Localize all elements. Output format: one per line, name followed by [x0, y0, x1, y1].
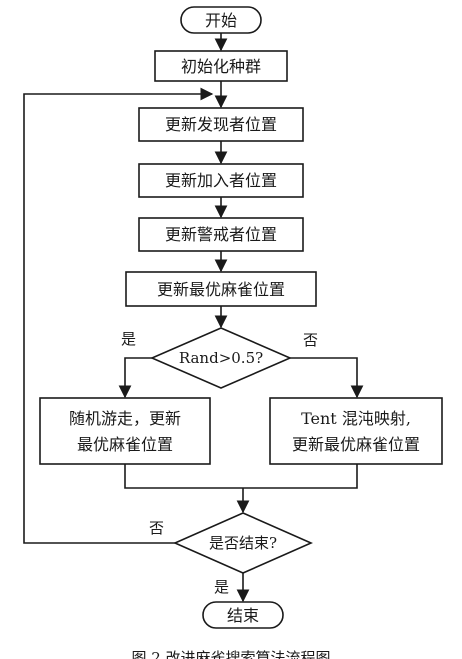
loop-no-label: 否: [149, 519, 164, 537]
arrow-no-to-tent: [290, 357, 364, 399]
end-yes-label: 是: [214, 578, 229, 596]
yes-branch-label: 是: [121, 330, 136, 348]
start-label: 开始: [205, 11, 237, 30]
init-node: 初始化种群: [154, 50, 288, 82]
random-walk-line2: 最优麻雀位置: [77, 435, 173, 454]
tent-line1: Tent 混沌映射,: [301, 409, 411, 428]
no-branch-label: 否: [303, 331, 318, 349]
update-discoverer-node: 更新发现者位置: [138, 107, 304, 142]
random-walk-line1: 随机游走，更新: [69, 409, 181, 428]
update-best-node: 更新最优麻雀位置: [125, 271, 317, 307]
end-condition-diamond: 是否结束?: [173, 512, 313, 574]
condition-diamond: Rand>0.5?: [149, 327, 293, 389]
update-alert-label: 更新警戒者位置: [165, 225, 277, 244]
tent-line2: 更新最优麻雀位置: [292, 435, 420, 454]
tent-node: Tent 混沌映射, 更新最优麻雀位置: [269, 397, 443, 465]
condition-label: Rand>0.5?: [179, 349, 263, 367]
start-node: 开始: [180, 6, 262, 34]
update-joiner-node: 更新加入者位置: [138, 163, 304, 198]
loop-back-line: [23, 87, 214, 544]
end-condition-label: 是否结束?: [209, 534, 277, 552]
update-alert-node: 更新警戒者位置: [138, 217, 304, 252]
end-node: 结束: [202, 601, 284, 629]
figure-caption: 图 2 改进麻雀搜索算法流程图: [131, 649, 330, 659]
end-label: 结束: [227, 606, 259, 625]
init-label: 初始化种群: [181, 57, 261, 76]
update-best-label: 更新最优麻雀位置: [157, 280, 285, 299]
update-discoverer-label: 更新发现者位置: [165, 115, 277, 134]
merge-line: [124, 464, 358, 489]
random-walk-node: 随机游走，更新 最优麻雀位置: [39, 397, 211, 465]
update-joiner-label: 更新加入者位置: [165, 171, 277, 190]
arrow-yes-to-random-walk: [118, 357, 152, 399]
